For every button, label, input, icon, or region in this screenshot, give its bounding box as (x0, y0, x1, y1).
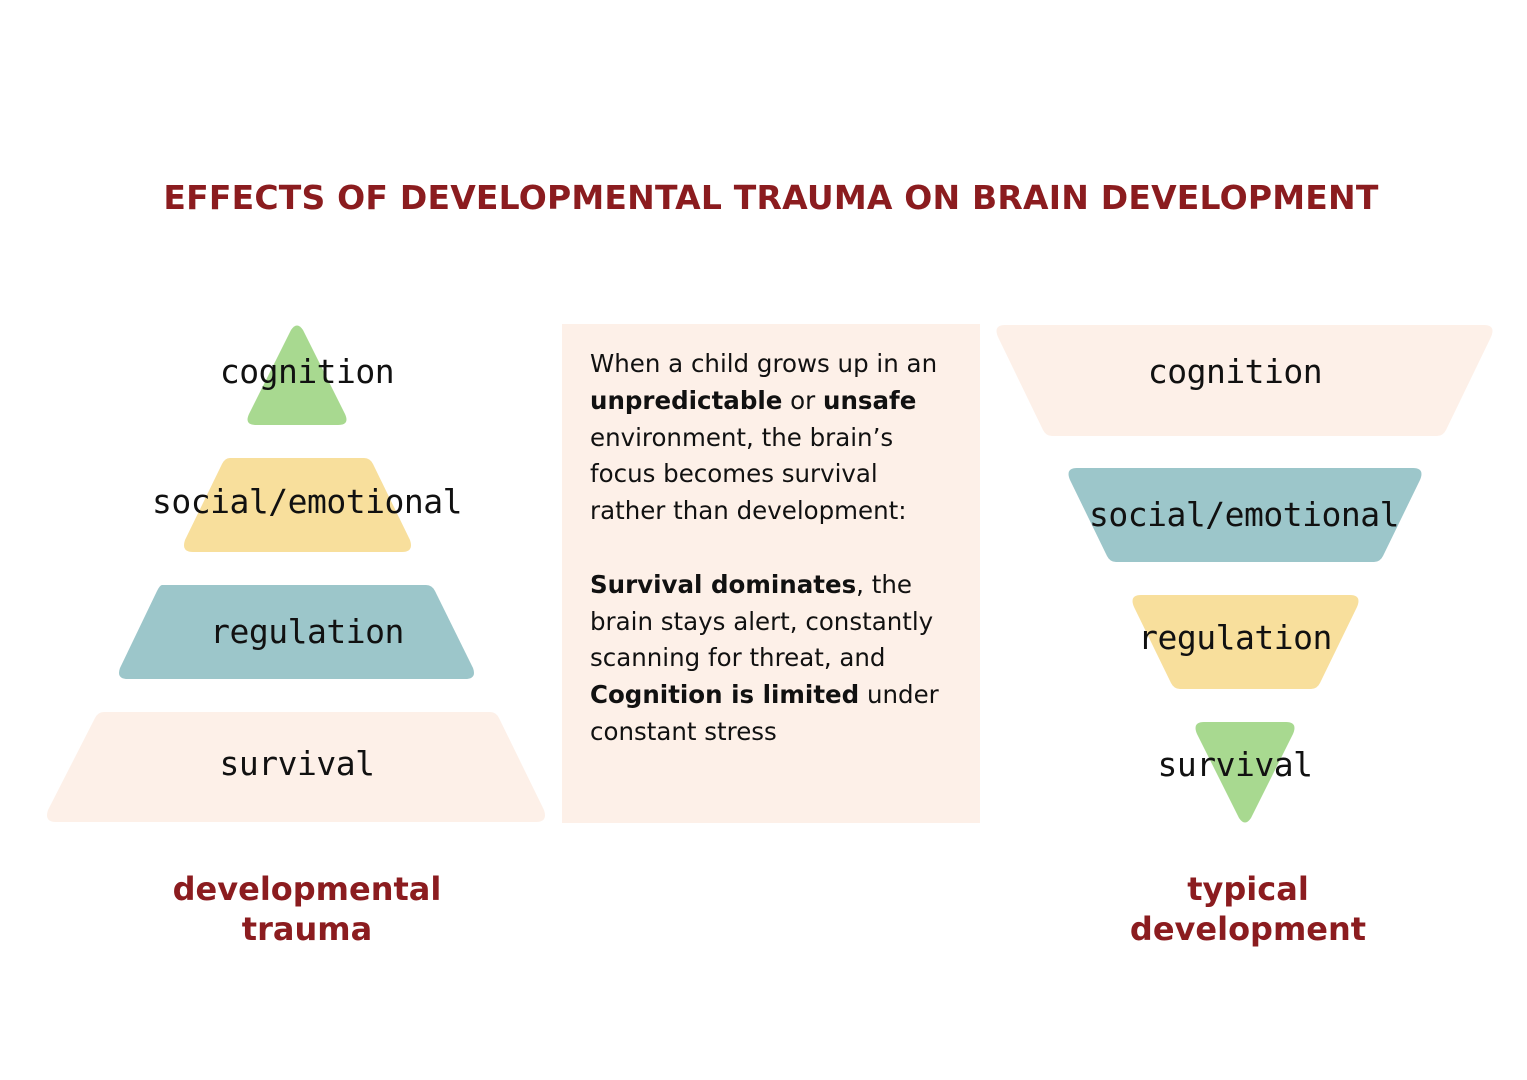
explanation-text: , the brain stays alert, constantly scan… (590, 569, 934, 673)
left-level-social-emotional-shape (184, 458, 411, 552)
right-caption: typical development (1130, 869, 1366, 949)
right-level-social-emotional-label: social/emotional (1089, 495, 1399, 534)
right-caption-line-2: development (1129, 910, 1367, 948)
explanation-paragraph-1: When a child grows up in an unpredictabl… (590, 346, 960, 530)
explanation-box: When a child grows up in an unpredictabl… (562, 324, 980, 823)
right-level-survival-shape (1195, 722, 1295, 823)
right-level-cognition-shape (996, 325, 1493, 436)
left-pyramid (47, 325, 545, 822)
right-level-regulation-label: regulation (1138, 618, 1332, 657)
right-level-regulation-shape (1132, 595, 1359, 689)
left-caption: developmental trauma (173, 869, 442, 949)
left-level-social-emotional-label: social/emotional (152, 482, 462, 521)
right-level-survival-label: survival (1157, 745, 1313, 784)
left-caption-line-1: developmental (172, 870, 442, 908)
explanation-paragraph-2: Survival dominates, the brain stays aler… (590, 567, 960, 751)
page-title: EFFECTS OF DEVELOPMENTAL TRAUMA ON BRAIN… (163, 178, 1379, 217)
left-level-regulation-shape (119, 585, 474, 679)
left-level-cognition-label: cognition (219, 352, 395, 391)
emphasis-cognition-limited: Cognition is limited (590, 680, 860, 710)
explanation-text: environment, the brain’s focus becomes s… (590, 422, 907, 526)
right-caption-line-1: typical (1187, 870, 1309, 908)
left-level-cognition-shape (247, 325, 347, 425)
right-level-cognition-label: cognition (1147, 352, 1323, 391)
right-level-social-emotional-shape (1068, 468, 1422, 562)
left-level-survival-shape (47, 712, 545, 822)
emphasis-survival-dominates: Survival dominates (590, 569, 857, 599)
explanation-text: or (782, 385, 824, 415)
emphasis-unpredictable: unpredictable (590, 385, 783, 415)
right-pyramid (996, 325, 1493, 823)
emphasis-unsafe: unsafe (823, 385, 917, 415)
left-level-survival-label: survival (219, 744, 375, 783)
explanation-text: When a child grows up in an (590, 349, 938, 378)
explanation-text: under constant stress (590, 680, 939, 746)
left-level-regulation-label: regulation (210, 612, 404, 651)
left-caption-line-2: trauma (241, 910, 373, 948)
